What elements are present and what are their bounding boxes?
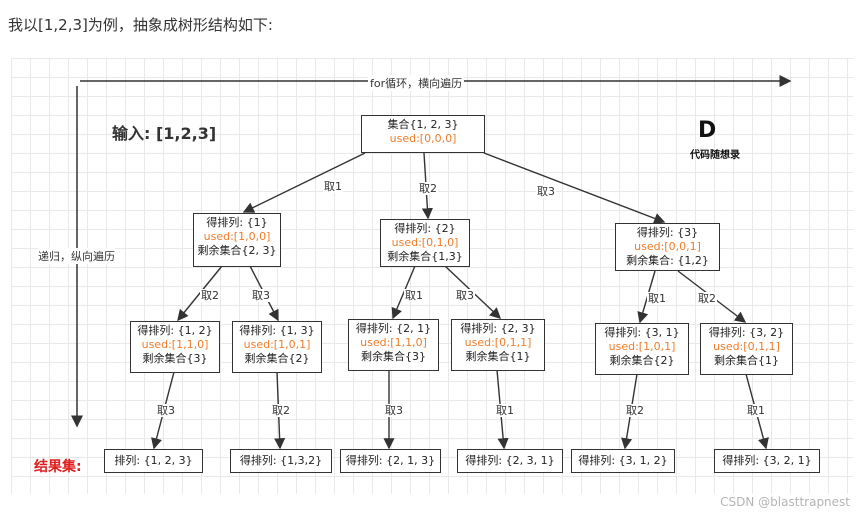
edge-label-r-2: 取2 bbox=[271, 404, 291, 417]
level1-rest: 剩余集合{2, 3} bbox=[197, 244, 277, 257]
level1-node-3: 得排列: {3} used:[0,0,1] 剩余集合: {1,2} bbox=[615, 223, 720, 271]
level2-title: 得排列: {3, 1} bbox=[604, 326, 680, 339]
edge-label-r-3: 取3 bbox=[384, 404, 404, 417]
logo-text: 代码随想录 bbox=[690, 150, 740, 161]
level2-used: used:[0,1,1] bbox=[464, 336, 532, 349]
edge-label-l2-4: 取3 bbox=[455, 289, 475, 302]
watermark: CSDN @blasttrapnest bbox=[720, 495, 850, 509]
edge-label-l2-2: 取3 bbox=[251, 289, 271, 302]
edge-label-l2-3: 取1 bbox=[404, 289, 424, 302]
edge-root-l1-1 bbox=[242, 152, 366, 213]
level2-used: used:[0,1,1] bbox=[713, 340, 780, 353]
root-title: 集合{1, 2, 3} bbox=[387, 118, 459, 131]
edge-label-r-5: 取2 bbox=[625, 404, 645, 417]
level2-node-5: 得排列: {3, 1} used:[1,0,1] 剩余集合{2} bbox=[595, 323, 689, 375]
level2-node-3: 得排列: {2, 1} used:[1,1,0] 剩余集合{3} bbox=[348, 319, 439, 371]
level2-title: 得排列: {1, 2} bbox=[137, 324, 213, 337]
edge-label-l1-3: 取3 bbox=[536, 185, 556, 198]
level1-title: 得排列: {1} bbox=[206, 216, 268, 229]
level2-rest: 剩余集合{3} bbox=[361, 350, 426, 363]
level1-rest: 剩余集合{1,3} bbox=[387, 250, 463, 263]
level2-rest: 剩余集合{3} bbox=[142, 352, 208, 365]
root-used: used:[0,0,0] bbox=[389, 132, 457, 145]
horizontal-axis-label: for循环，横向遍历 bbox=[368, 75, 465, 91]
result-node-6: 得排列: {3, 2, 1} bbox=[714, 449, 820, 473]
level1-used: used:[0,0,1] bbox=[634, 240, 701, 253]
level2-node-4: 得排列: {2, 3} used:[0,1,1] 剩余集合{1} bbox=[451, 319, 545, 371]
result-node-3: 得排列: {2, 1, 3} bbox=[340, 449, 441, 473]
logo-d-icon: D bbox=[698, 118, 717, 143]
level2-rest: 剩余集合{1} bbox=[465, 350, 531, 363]
level2-node-1: 得排列: {1, 2} used:[1,1,0] 剩余集合{3} bbox=[130, 321, 220, 373]
input-label: 输入: [1,2,3] bbox=[112, 124, 217, 143]
edge-label-l1-1: 取1 bbox=[323, 180, 343, 193]
level2-rest: 剩余集合{2} bbox=[609, 354, 675, 367]
root-node: 集合{1, 2, 3} used:[0,0,0] bbox=[361, 115, 485, 153]
result-node-2: 得排列: {1,3,2} bbox=[230, 449, 332, 473]
level1-node-1: 得排列: {1} used:[1,0,0] 剩余集合{2, 3} bbox=[193, 213, 281, 267]
level2-title: 得排列: {2, 3} bbox=[460, 322, 536, 335]
result-set-label: 结果集: bbox=[34, 459, 82, 475]
level2-node-2: 得排列: {1, 3} used:[1,0,1] 剩余集合{2} bbox=[232, 321, 322, 373]
level1-used: used:[0,1,0] bbox=[391, 236, 459, 249]
level1-rest: 剩余集合: {1,2} bbox=[626, 254, 709, 267]
level2-title: 得排列: {3, 2} bbox=[708, 326, 785, 339]
edge-root-l1-3 bbox=[483, 152, 666, 224]
result-node-4: 得排列: {2, 3, 1} bbox=[457, 449, 563, 473]
edge-label-r-6: 取1 bbox=[746, 404, 766, 417]
level1-used: used:[1,0,0] bbox=[203, 230, 271, 243]
diagram-canvas bbox=[11, 58, 853, 494]
level2-title: 得排列: {1, 3} bbox=[239, 324, 315, 337]
edge-label-l1-2: 取2 bbox=[418, 182, 438, 195]
level2-used: used:[1,1,0] bbox=[141, 338, 209, 351]
edge-label-l2-5: 取1 bbox=[647, 292, 667, 305]
edge-label-l2-6: 取2 bbox=[697, 292, 717, 305]
edge-label-r-4: 取1 bbox=[495, 404, 515, 417]
level2-used: used:[1,1,0] bbox=[360, 336, 427, 349]
vertical-axis-label: 递归，纵向遍历 bbox=[38, 248, 115, 264]
level2-title: 得排列: {2, 1} bbox=[355, 322, 432, 335]
level1-title: 得排列: {2} bbox=[394, 222, 456, 235]
edge-label-r-1: 取3 bbox=[156, 404, 176, 417]
level2-used: used:[1,0,1] bbox=[243, 338, 311, 351]
level2-used: used:[1,0,1] bbox=[608, 340, 676, 353]
level2-node-6: 得排列: {3, 2} used:[0,1,1] 剩余集合{1} bbox=[700, 323, 793, 375]
edge-label-l2-1: 取2 bbox=[200, 289, 220, 302]
result-node-5: 得排列: {3, 1, 2} bbox=[571, 449, 675, 473]
level2-rest: 剩余集合{2} bbox=[244, 352, 310, 365]
level1-node-2: 得排列: {2} used:[0,1,0] 剩余集合{1,3} bbox=[380, 219, 470, 267]
intro-text: 我以[1,2,3]为例，抽象成树形结构如下: bbox=[8, 16, 273, 34]
logo: D 代码随想录 bbox=[690, 118, 750, 164]
level2-rest: 剩余集合{1} bbox=[714, 354, 779, 367]
result-node-1: 排列: {1, 2, 3} bbox=[104, 449, 203, 473]
level1-title: 得排列: {3} bbox=[636, 226, 699, 239]
